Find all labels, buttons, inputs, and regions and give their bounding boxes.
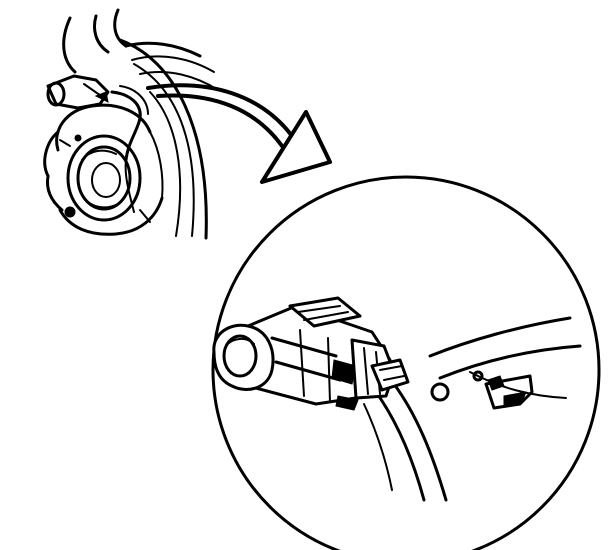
callout-arrow xyxy=(146,83,332,184)
wheel-hub-assembly xyxy=(43,8,219,240)
detail-view-contents xyxy=(212,296,582,502)
mounting-bracket xyxy=(428,316,582,410)
sensor-electrical-connector xyxy=(212,296,396,411)
retaining-clip xyxy=(370,358,410,392)
wheel-speed-sensor-harness xyxy=(110,85,149,213)
detail-magnifier-circle xyxy=(211,175,601,550)
wiring-harness xyxy=(363,382,448,502)
